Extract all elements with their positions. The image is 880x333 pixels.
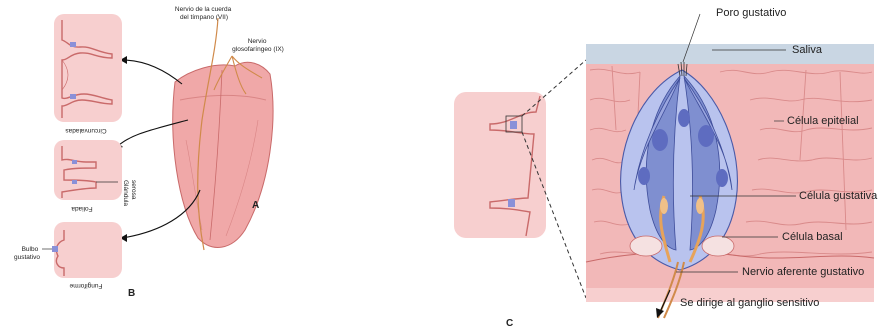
label-basal-cell: Célula basal xyxy=(782,231,843,243)
label-serous-gland: Glándula serosa xyxy=(122,180,137,208)
panel-b-letter: B xyxy=(128,288,135,299)
label-saliva: Saliva xyxy=(792,44,823,56)
papilla-overview xyxy=(454,92,546,238)
label-glossopharyngeal: Nervio glosofaríngeo (IX) xyxy=(232,38,284,53)
panel-c-letter: C xyxy=(506,318,513,329)
label-taste-bud-small: Bulbo gustativo xyxy=(14,246,40,261)
tongue-illustration xyxy=(173,62,273,247)
label-afferent-nerve: Nervio aferente gustativo xyxy=(742,266,864,278)
panel-a-letter: A xyxy=(252,200,259,211)
label-to-ganglion: Se dirige al ganglio sensitivo xyxy=(680,297,819,309)
label-taste-pore: Poro gustativo xyxy=(716,7,786,19)
label-foliate: Foliada xyxy=(71,205,93,212)
papilla-circumvallate xyxy=(54,14,122,122)
label-gustatory-cell: Célula gustativa xyxy=(799,190,878,202)
papilla-fungiform xyxy=(42,222,122,278)
label-fungiform: Fungiforme xyxy=(69,282,102,289)
label-chorda-tympani: Nervio de la cuerda del tímpano (VII) xyxy=(175,6,233,21)
papilla-foliate xyxy=(54,140,122,200)
label-circumvallate: Circunvaladas xyxy=(65,127,107,134)
label-epithelial-cell: Célula epitelial xyxy=(787,115,859,127)
